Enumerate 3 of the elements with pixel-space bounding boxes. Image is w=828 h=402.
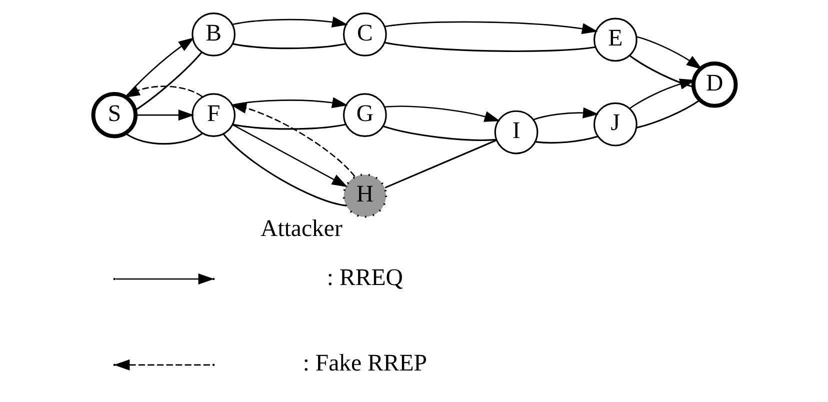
legend-label: : RREQ bbox=[326, 264, 402, 291]
node-label: Attacker bbox=[260, 216, 342, 242]
legend-label: : Fake RREP bbox=[302, 350, 427, 377]
